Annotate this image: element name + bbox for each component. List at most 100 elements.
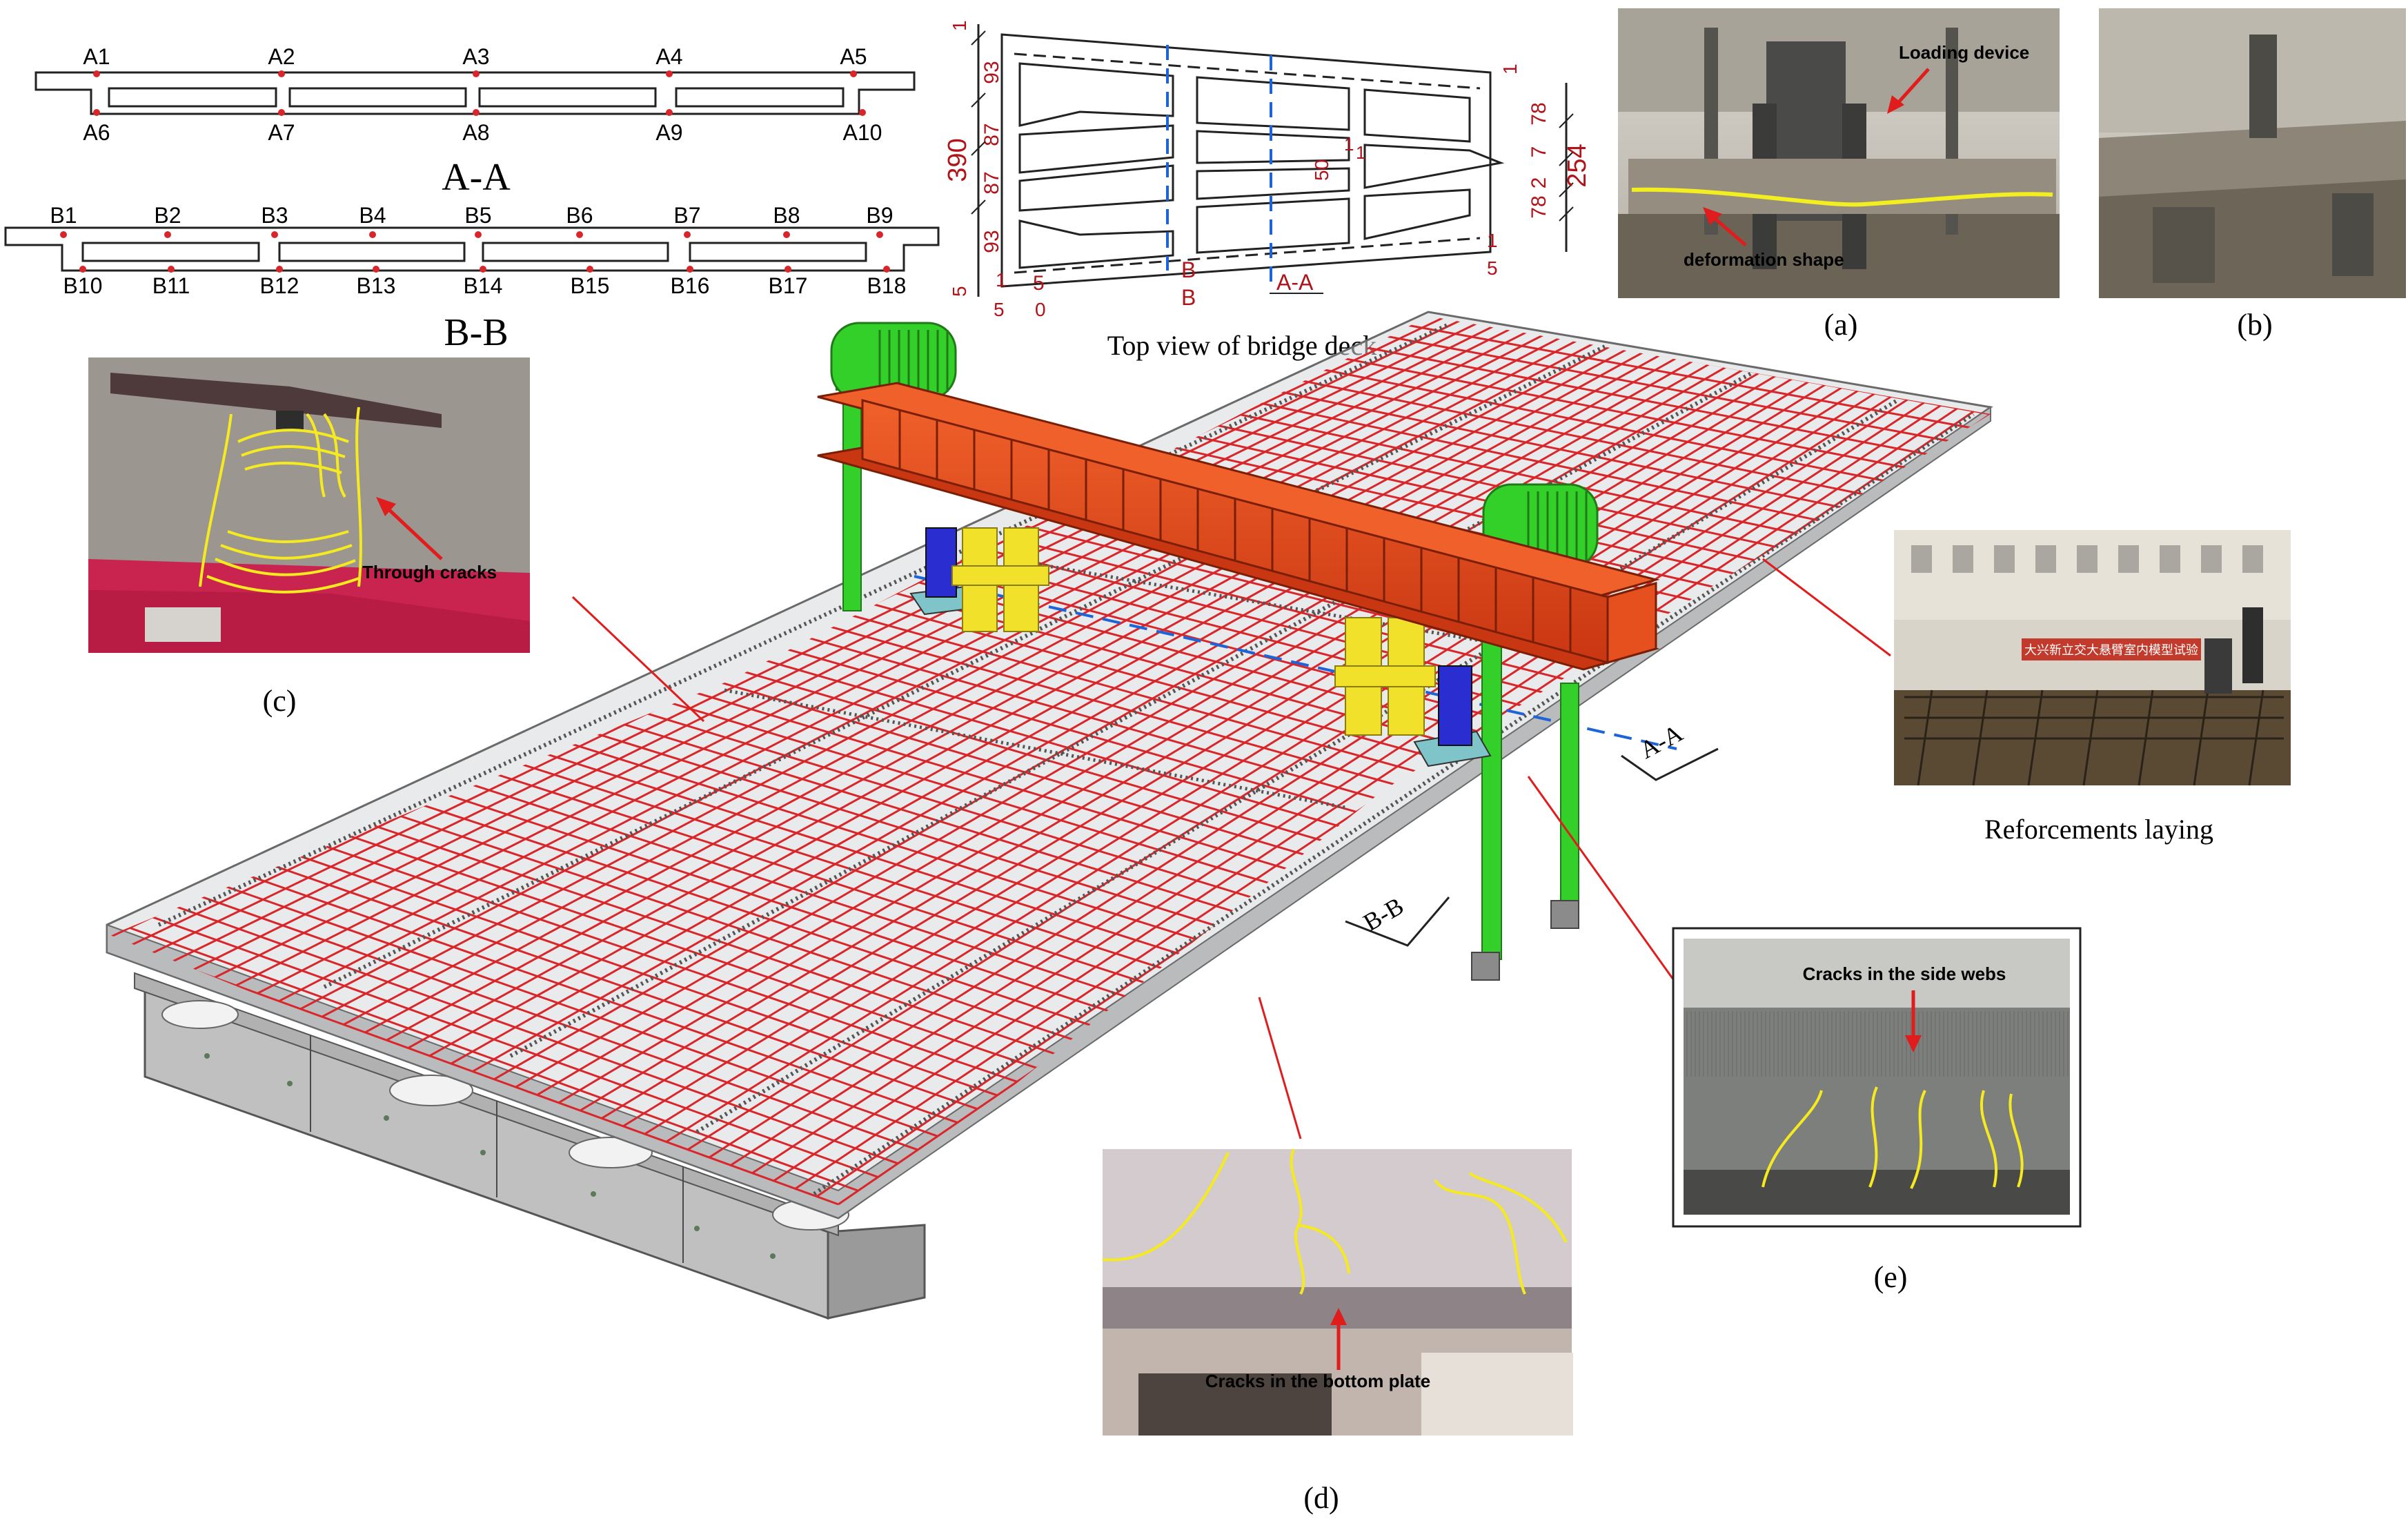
bb-top-point-label: B4 (359, 203, 386, 228)
tv-section-b-lower: B (1181, 285, 1196, 310)
top-view-right-dim: 2 (1528, 177, 1550, 189)
photo-a-deformation-label: deformation shape (1684, 249, 1844, 270)
bb-bottom-point-dot (687, 266, 693, 273)
aa-top-point-dot (850, 70, 857, 77)
tv-dim-2: 5 (949, 286, 970, 297)
tv-dim-4: 0 (1035, 299, 1046, 320)
aa-top-point-dot (278, 70, 285, 77)
bb-bottom-point-label: B13 (357, 273, 396, 298)
top-view-left-dim: 93 (980, 61, 1003, 84)
bb-top-point-dot (475, 231, 482, 238)
bb-bottom-point-dot (480, 266, 486, 273)
aa-bottom-point-label: A8 (462, 120, 489, 145)
loading-beam (817, 382, 1660, 671)
photo-d-bottom-plate-cracks: Cracks in the bottom plate (d) (1102, 1148, 1573, 1515)
photo-e-caption: (e) (1874, 1260, 1908, 1294)
top-view-left-dim: 87 (980, 171, 1003, 194)
aa-top-point-label: A5 (840, 44, 867, 69)
top-view-right-dim: 78 (1528, 102, 1550, 125)
tv-dim-5: 1 (996, 269, 1007, 291)
bb-top-point-dot (576, 231, 583, 238)
tv-dim-8: 1 (1499, 63, 1521, 75)
tv-web-dim-2: 1 (1344, 134, 1354, 155)
photo-c-through-cracks: Through cracks (c) (88, 357, 530, 718)
aa-top-point-label: A2 (268, 44, 295, 69)
bb-bottom-point-label: B17 (769, 273, 808, 298)
bb-top-point-label: B2 (154, 203, 181, 228)
section-aa-title: A-A (442, 156, 511, 199)
bb-bottom-point-dot (586, 266, 593, 273)
bb-top-point-dot (369, 231, 376, 238)
bb-top-point-label: B3 (261, 203, 288, 228)
bb-bottom-point-label: B10 (63, 273, 103, 298)
tv-web-dim-3: 1 (1356, 142, 1365, 163)
aa-bottom-point-label: A10 (843, 120, 882, 145)
photo-a-loading-test: Loading device deformation shape (a) (1618, 8, 2060, 342)
photo-c-label: Through cracks (362, 562, 497, 582)
tv-dim-6: 5 (1033, 272, 1045, 295)
bb-top-point-label: B7 (673, 203, 700, 228)
photo-a-caption: (a) (1824, 308, 1858, 342)
photo-a-loading-label: Loading device (1899, 42, 2029, 63)
bb-top-point-label: B6 (566, 203, 593, 228)
model-aa-marker: A-A (1635, 719, 1687, 764)
aa-top-point-dot (473, 70, 480, 77)
bb-top-point-dot (60, 231, 67, 238)
photo-b-test-setup: (b) (2099, 8, 2406, 342)
aa-top-point-label: A1 (83, 44, 110, 69)
tv-dim-9: 5 (1487, 257, 1498, 279)
bb-bottom-point-dot (276, 266, 283, 273)
bb-top-point-label: B1 (50, 203, 77, 228)
aa-top-point-label: A3 (462, 44, 489, 69)
photo-reinforcement-laying: 大兴新立交大悬臂室内模型试验 Reforcements laying (1894, 530, 2291, 845)
bb-bottom-point-dot (373, 266, 379, 273)
tv-web-dim-1: 50 (1311, 159, 1332, 181)
bb-bottom-point-label: B11 (152, 273, 190, 298)
aa-top-point-dot (666, 70, 673, 77)
bb-bottom-point-label: B14 (464, 273, 503, 298)
bb-bottom-point-dot (168, 266, 175, 273)
bb-top-point-dot (876, 231, 883, 238)
bb-top-point-dot (783, 231, 790, 238)
top-view-right-dim: 78 (1528, 195, 1550, 218)
bb-bottom-point-dot (784, 266, 791, 273)
bb-bottom-point-label: B16 (671, 273, 710, 298)
photo-reinforcement-banner: 大兴新立交大悬臂室内模型试验 (2024, 643, 2198, 658)
bb-bottom-point-label: B12 (260, 273, 299, 298)
section-aa-diagram: A1 A2 A3 A4 A5 A6 A7 A8 A9 A10 A-A (34, 44, 916, 199)
column-head-left (830, 322, 957, 400)
top-view-right-dim: 7 (1528, 146, 1550, 158)
bb-top-point-dot (684, 231, 691, 238)
bb-bottom-point-dot (79, 266, 86, 273)
aa-top-point-label: A4 (655, 44, 682, 69)
aa-bottom-point-dot (859, 109, 866, 116)
bb-top-point-dot (271, 231, 278, 238)
photo-reinforcement-caption: Reforcements laying (1984, 814, 2213, 845)
photo-d-label: Cracks in the bottom plate (1205, 1371, 1431, 1391)
photo-d-caption: (d) (1303, 1481, 1339, 1515)
tv-section-b-upper: B (1181, 257, 1196, 282)
aa-bottom-point-label: A7 (268, 120, 295, 145)
section-bb-title: B-B (444, 311, 508, 354)
photo-b-caption: (b) (2237, 308, 2272, 342)
tv-dim-7: 1 (1487, 230, 1498, 251)
bridge-deck-model: A-A B-B (106, 311, 1993, 1320)
bb-top-point-label: B8 (773, 203, 800, 228)
top-view-left-total: 390 (943, 138, 972, 182)
aa-bottom-point-dot (278, 109, 285, 116)
bb-top-point-label: B5 (464, 203, 491, 228)
top-view-right-total: 254 (1563, 144, 1592, 187)
photo-e-label: Cracks in the side webs (1803, 963, 2006, 984)
tv-dim-1: 1 (949, 20, 970, 31)
photo-e-side-web-cracks: Cracks in the side webs (e) (1672, 927, 2082, 1294)
bb-bottom-point-label: B18 (867, 273, 907, 298)
aa-bottom-point-dot (93, 109, 100, 116)
tv-dim-3: 5 (994, 299, 1005, 320)
photo-c-caption: (c) (263, 684, 297, 718)
aa-bottom-point-label: A6 (83, 120, 110, 145)
aa-bottom-point-label: A9 (655, 120, 682, 145)
aa-bottom-point-dot (666, 109, 673, 116)
